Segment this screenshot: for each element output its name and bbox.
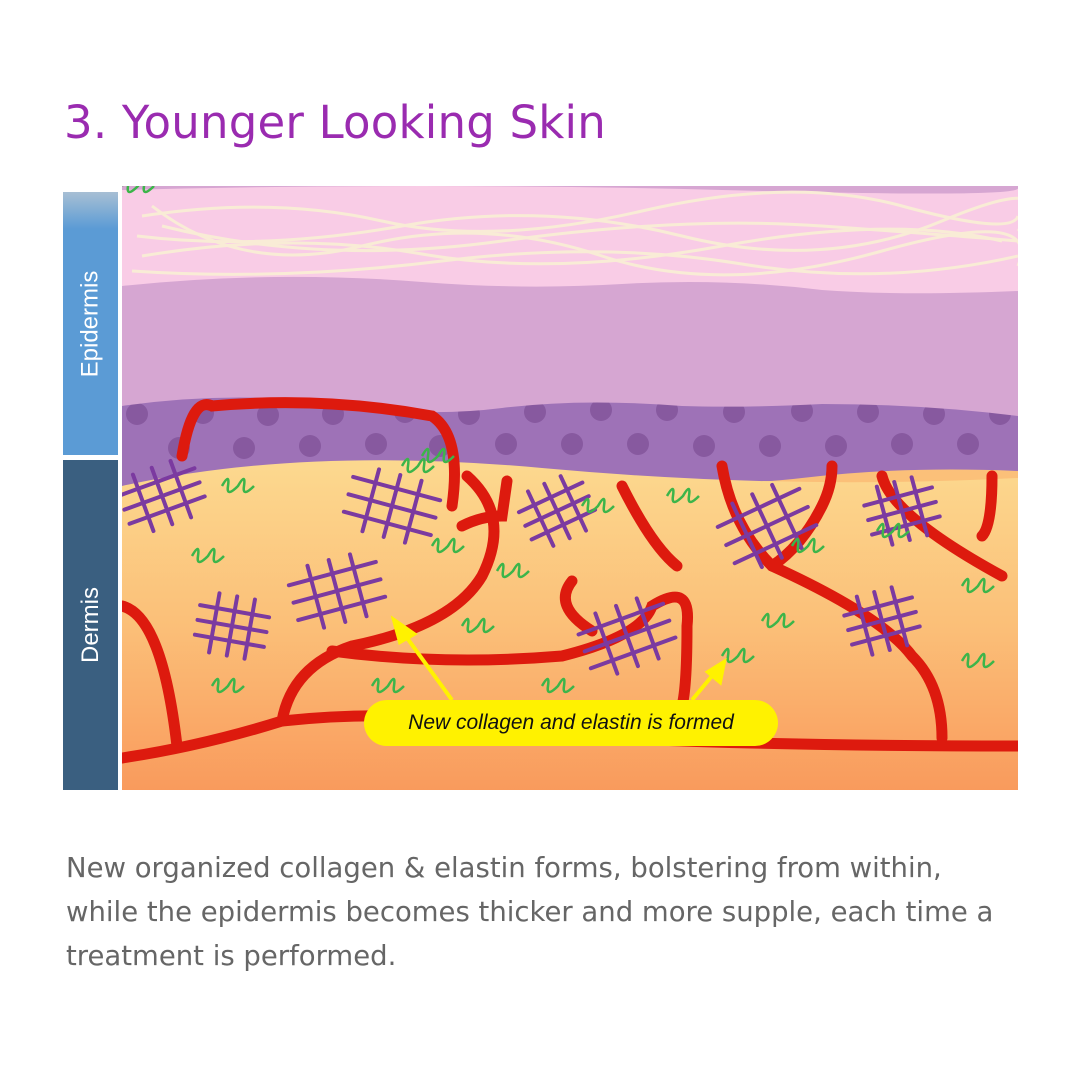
blood-vessels <box>122 397 1018 764</box>
skin-cross-section-illustration <box>122 186 1018 790</box>
callout-label: New collagen and elastin is formed <box>364 700 778 746</box>
page-title: 3. Younger Looking Skin <box>64 96 606 149</box>
dermis-label: Dermis <box>76 587 104 663</box>
keratin-fibers <box>131 190 1018 277</box>
callout-arrows <box>390 615 727 702</box>
elastin-fibers <box>122 186 996 694</box>
description: New organized collagen & elastin forms, … <box>66 852 994 972</box>
dermis-label-bar: Dermis <box>63 460 118 790</box>
epidermis-label: Epidermis <box>76 270 104 377</box>
epidermis-label-bar: Epidermis <box>63 192 118 455</box>
collagen-networks <box>122 458 942 676</box>
